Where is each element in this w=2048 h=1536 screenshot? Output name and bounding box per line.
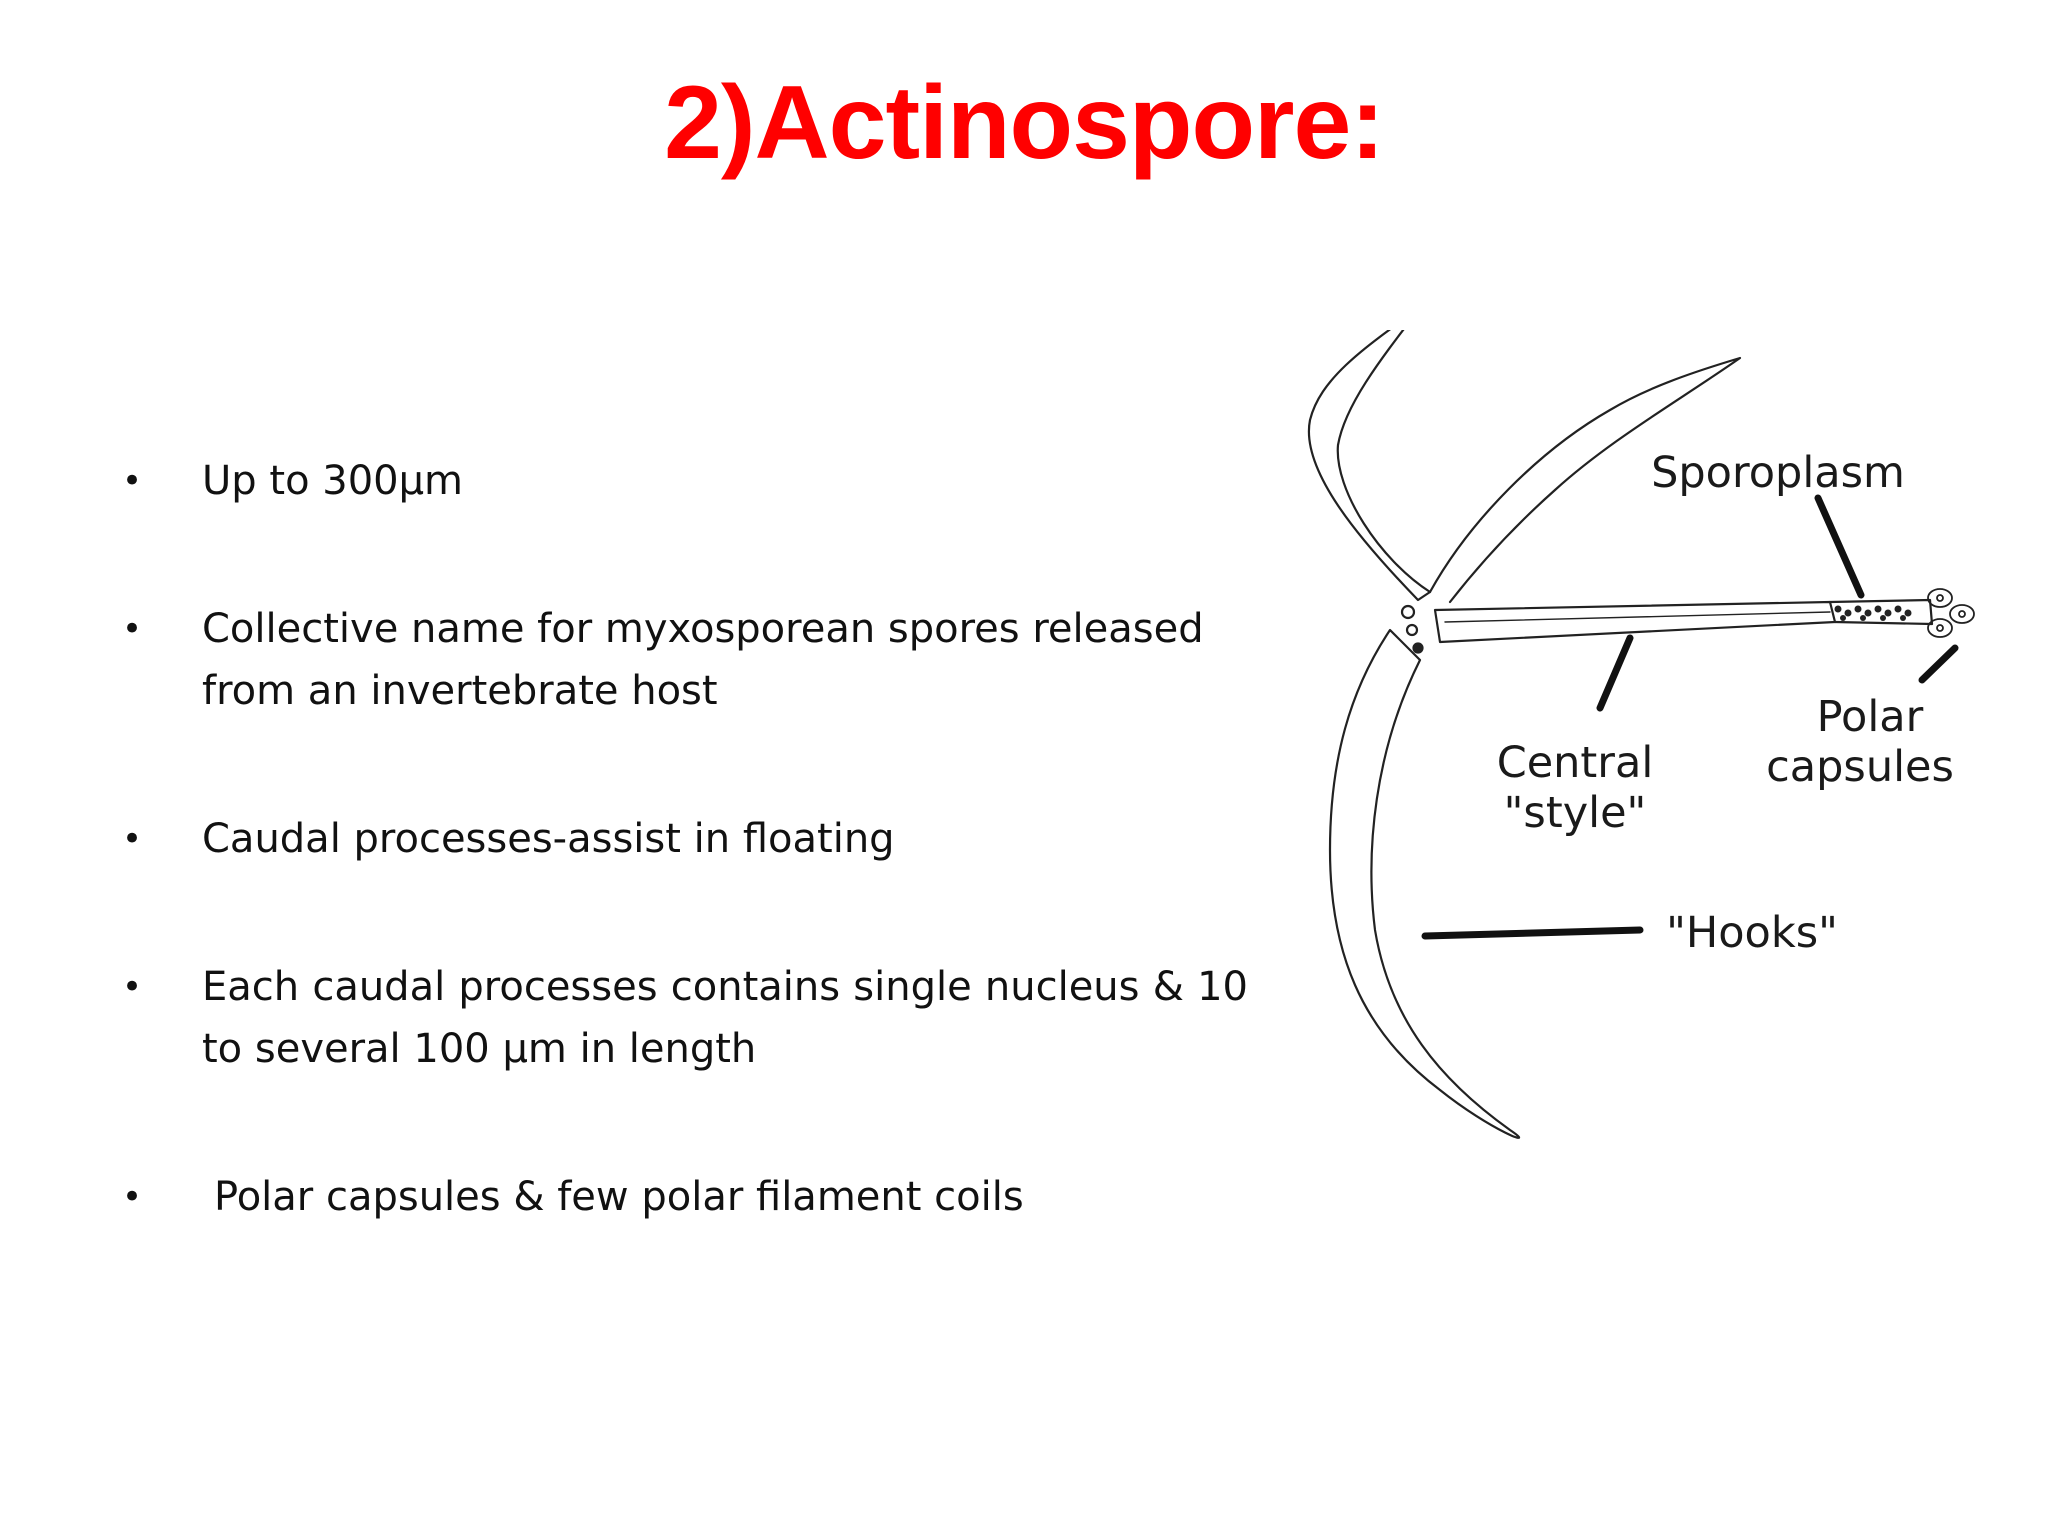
polar-capsules	[1927, 588, 1975, 638]
bullet-dot-icon: •	[122, 461, 143, 501]
bullet-item: • Up to 300µm	[118, 450, 1248, 512]
upper-right-hook	[1428, 356, 1742, 604]
upper-left-hook	[1307, 330, 1432, 602]
hooks-leader	[1421, 926, 1644, 940]
lower-hook	[1328, 628, 1521, 1139]
bullet-dot-icon: •	[122, 609, 143, 649]
polar-capsules-label-line1: Polar	[1816, 692, 1924, 742]
slide-title: 2)Actinospore:	[664, 65, 1385, 181]
central-style-leader	[1596, 634, 1634, 712]
sporoplasm-label: Sporoplasm	[1651, 448, 1905, 498]
bullet-text: Each caudal processes contains single nu…	[202, 964, 1248, 1072]
central-style-label-line2: "style"	[1503, 788, 1647, 838]
bullet-dot-icon: •	[122, 967, 143, 1007]
bullet-dot-icon: •	[122, 819, 143, 859]
polar-capsules-label-line2: capsules	[1766, 742, 1954, 792]
bullet-item: • Each caudal processes contains single …	[118, 956, 1248, 1080]
polar-capsules-leader	[1918, 644, 1959, 684]
bullet-item: • Collective name for myxosporean spores…	[118, 598, 1248, 722]
sporoplasm-leader	[1814, 494, 1865, 599]
bullet-text: Polar capsules & few polar filament coil…	[214, 1174, 1024, 1220]
bullet-text: Caudal processes-assist in floating	[202, 816, 895, 862]
actinospore-drawing	[1307, 330, 1975, 1139]
hooks-label: "Hooks"	[1666, 908, 1838, 958]
central-style	[1433, 600, 1837, 644]
sporoplasm-granules	[1834, 605, 1912, 621]
bullet-dot-icon: •	[122, 1177, 143, 1217]
central-style-label-line1: Central	[1496, 738, 1654, 788]
bullet-list: • Up to 300µm • Collective name for myxo…	[118, 450, 1248, 1314]
bullet-item: • Caudal processes-assist in floating	[118, 808, 1248, 870]
bullet-text: Collective name for myxosporean spores r…	[202, 606, 1204, 714]
bullet-text: Up to 300µm	[202, 458, 464, 504]
actinospore-diagram: Sporoplasm Polar capsules Central "style…	[1290, 330, 1990, 1290]
bullet-item: • Polar capsules & few polar filament co…	[118, 1166, 1248, 1228]
